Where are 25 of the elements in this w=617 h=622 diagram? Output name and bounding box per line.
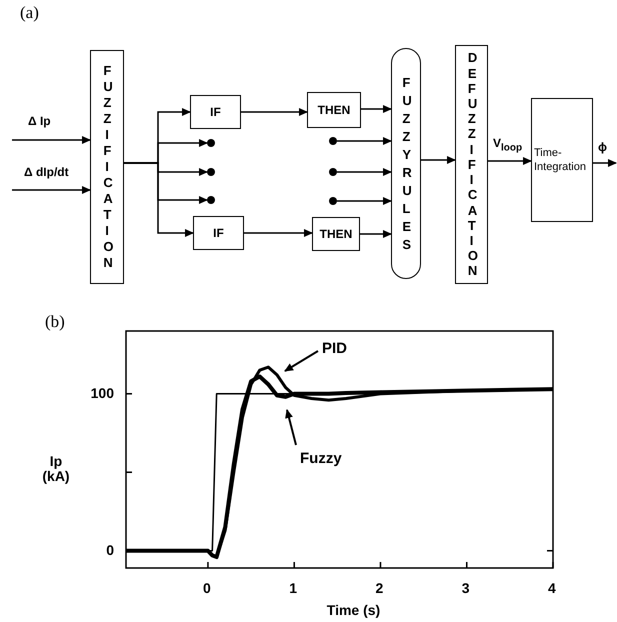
box-label: IF: [213, 226, 224, 240]
box-label: FUZZIFICATION: [103, 63, 111, 271]
tick-label: 0: [106, 542, 114, 558]
edge-label: Δ dIp/dt: [24, 165, 69, 179]
box-label: THEN: [320, 227, 352, 241]
box-label: Time-Integration: [534, 146, 587, 174]
tick-label: 1: [289, 580, 297, 596]
panel-label: (a): [20, 3, 39, 23]
box-label: IF: [210, 105, 221, 119]
edge-label: V$_{loop}$: [493, 136, 522, 154]
axis-title: Time (s): [326, 602, 380, 618]
box-label: FUZZY RULES: [402, 74, 410, 254]
tick-label: 100: [90, 384, 114, 401]
series-label: Fuzzy: [300, 450, 342, 467]
series-label: PID: [322, 340, 348, 357]
edge-label: Δ Ip: [28, 114, 51, 128]
box-label: THEN: [318, 103, 350, 117]
tick-label: 0: [202, 580, 211, 596]
box-label: DEFUZZIFICATION: [468, 50, 476, 279]
edge-label: ϕ: [598, 140, 607, 154]
tick-label: 3: [462, 580, 470, 596]
panel-label: (b): [45, 312, 65, 332]
axis-title: Ip (kA): [41, 454, 71, 484]
tick-label: 4: [548, 580, 556, 596]
tick-label: 2: [375, 580, 384, 596]
